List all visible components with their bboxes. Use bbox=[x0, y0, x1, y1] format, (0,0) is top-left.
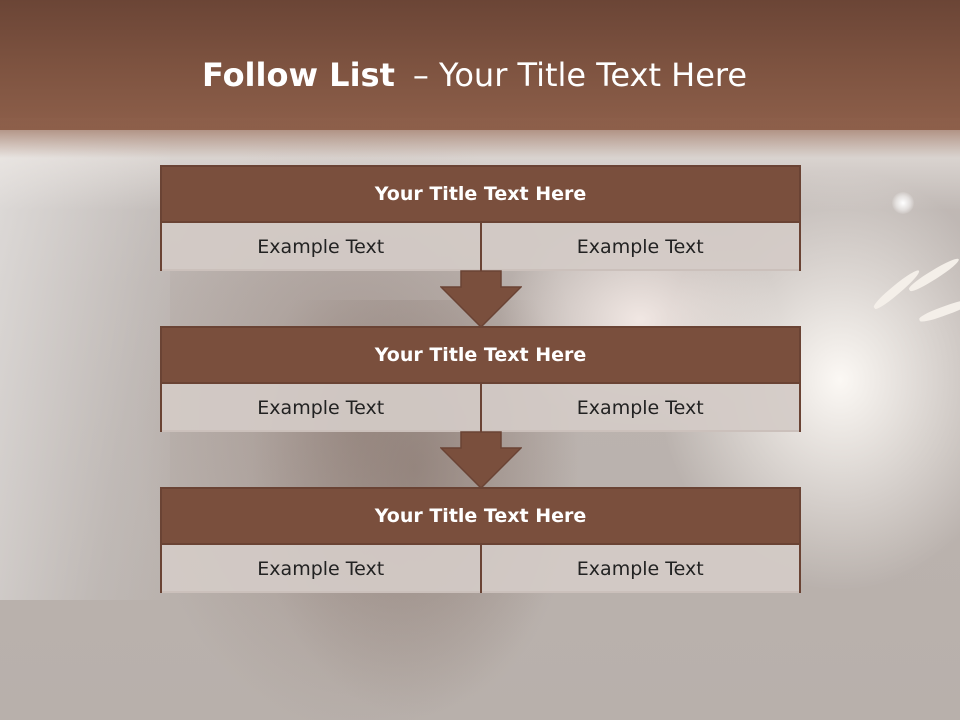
block-title: Your Title Text Here bbox=[162, 328, 799, 384]
block-cell-left: Example Text bbox=[162, 384, 480, 432]
header-band bbox=[0, 0, 960, 130]
block-title: Your Title Text Here bbox=[162, 489, 799, 545]
list-block: Your Title Text Here Example Text Exampl… bbox=[160, 165, 801, 271]
block-row: Example Text Example Text bbox=[162, 384, 799, 432]
decoration-spike bbox=[917, 295, 960, 325]
down-arrow-icon bbox=[440, 431, 522, 489]
slide-title-bold: Follow List bbox=[202, 56, 395, 94]
block-cell-right: Example Text bbox=[479, 223, 799, 271]
block-row: Example Text Example Text bbox=[162, 223, 799, 271]
block-cell-left: Example Text bbox=[162, 223, 480, 271]
block-cell-right: Example Text bbox=[479, 545, 799, 593]
slide-title: Follow List – Your Title Text Here bbox=[202, 56, 747, 94]
block-cell-left: Example Text bbox=[162, 545, 480, 593]
down-arrow-icon bbox=[440, 270, 522, 328]
header-fade bbox=[0, 118, 960, 158]
list-block: Your Title Text Here Example Text Exampl… bbox=[160, 487, 801, 593]
block-row: Example Text Example Text bbox=[162, 545, 799, 593]
block-title: Your Title Text Here bbox=[162, 167, 799, 223]
slide-title-rest: – Your Title Text Here bbox=[412, 56, 748, 94]
block-cell-right: Example Text bbox=[479, 384, 799, 432]
background-light bbox=[892, 192, 914, 214]
list-block: Your Title Text Here Example Text Exampl… bbox=[160, 326, 801, 432]
